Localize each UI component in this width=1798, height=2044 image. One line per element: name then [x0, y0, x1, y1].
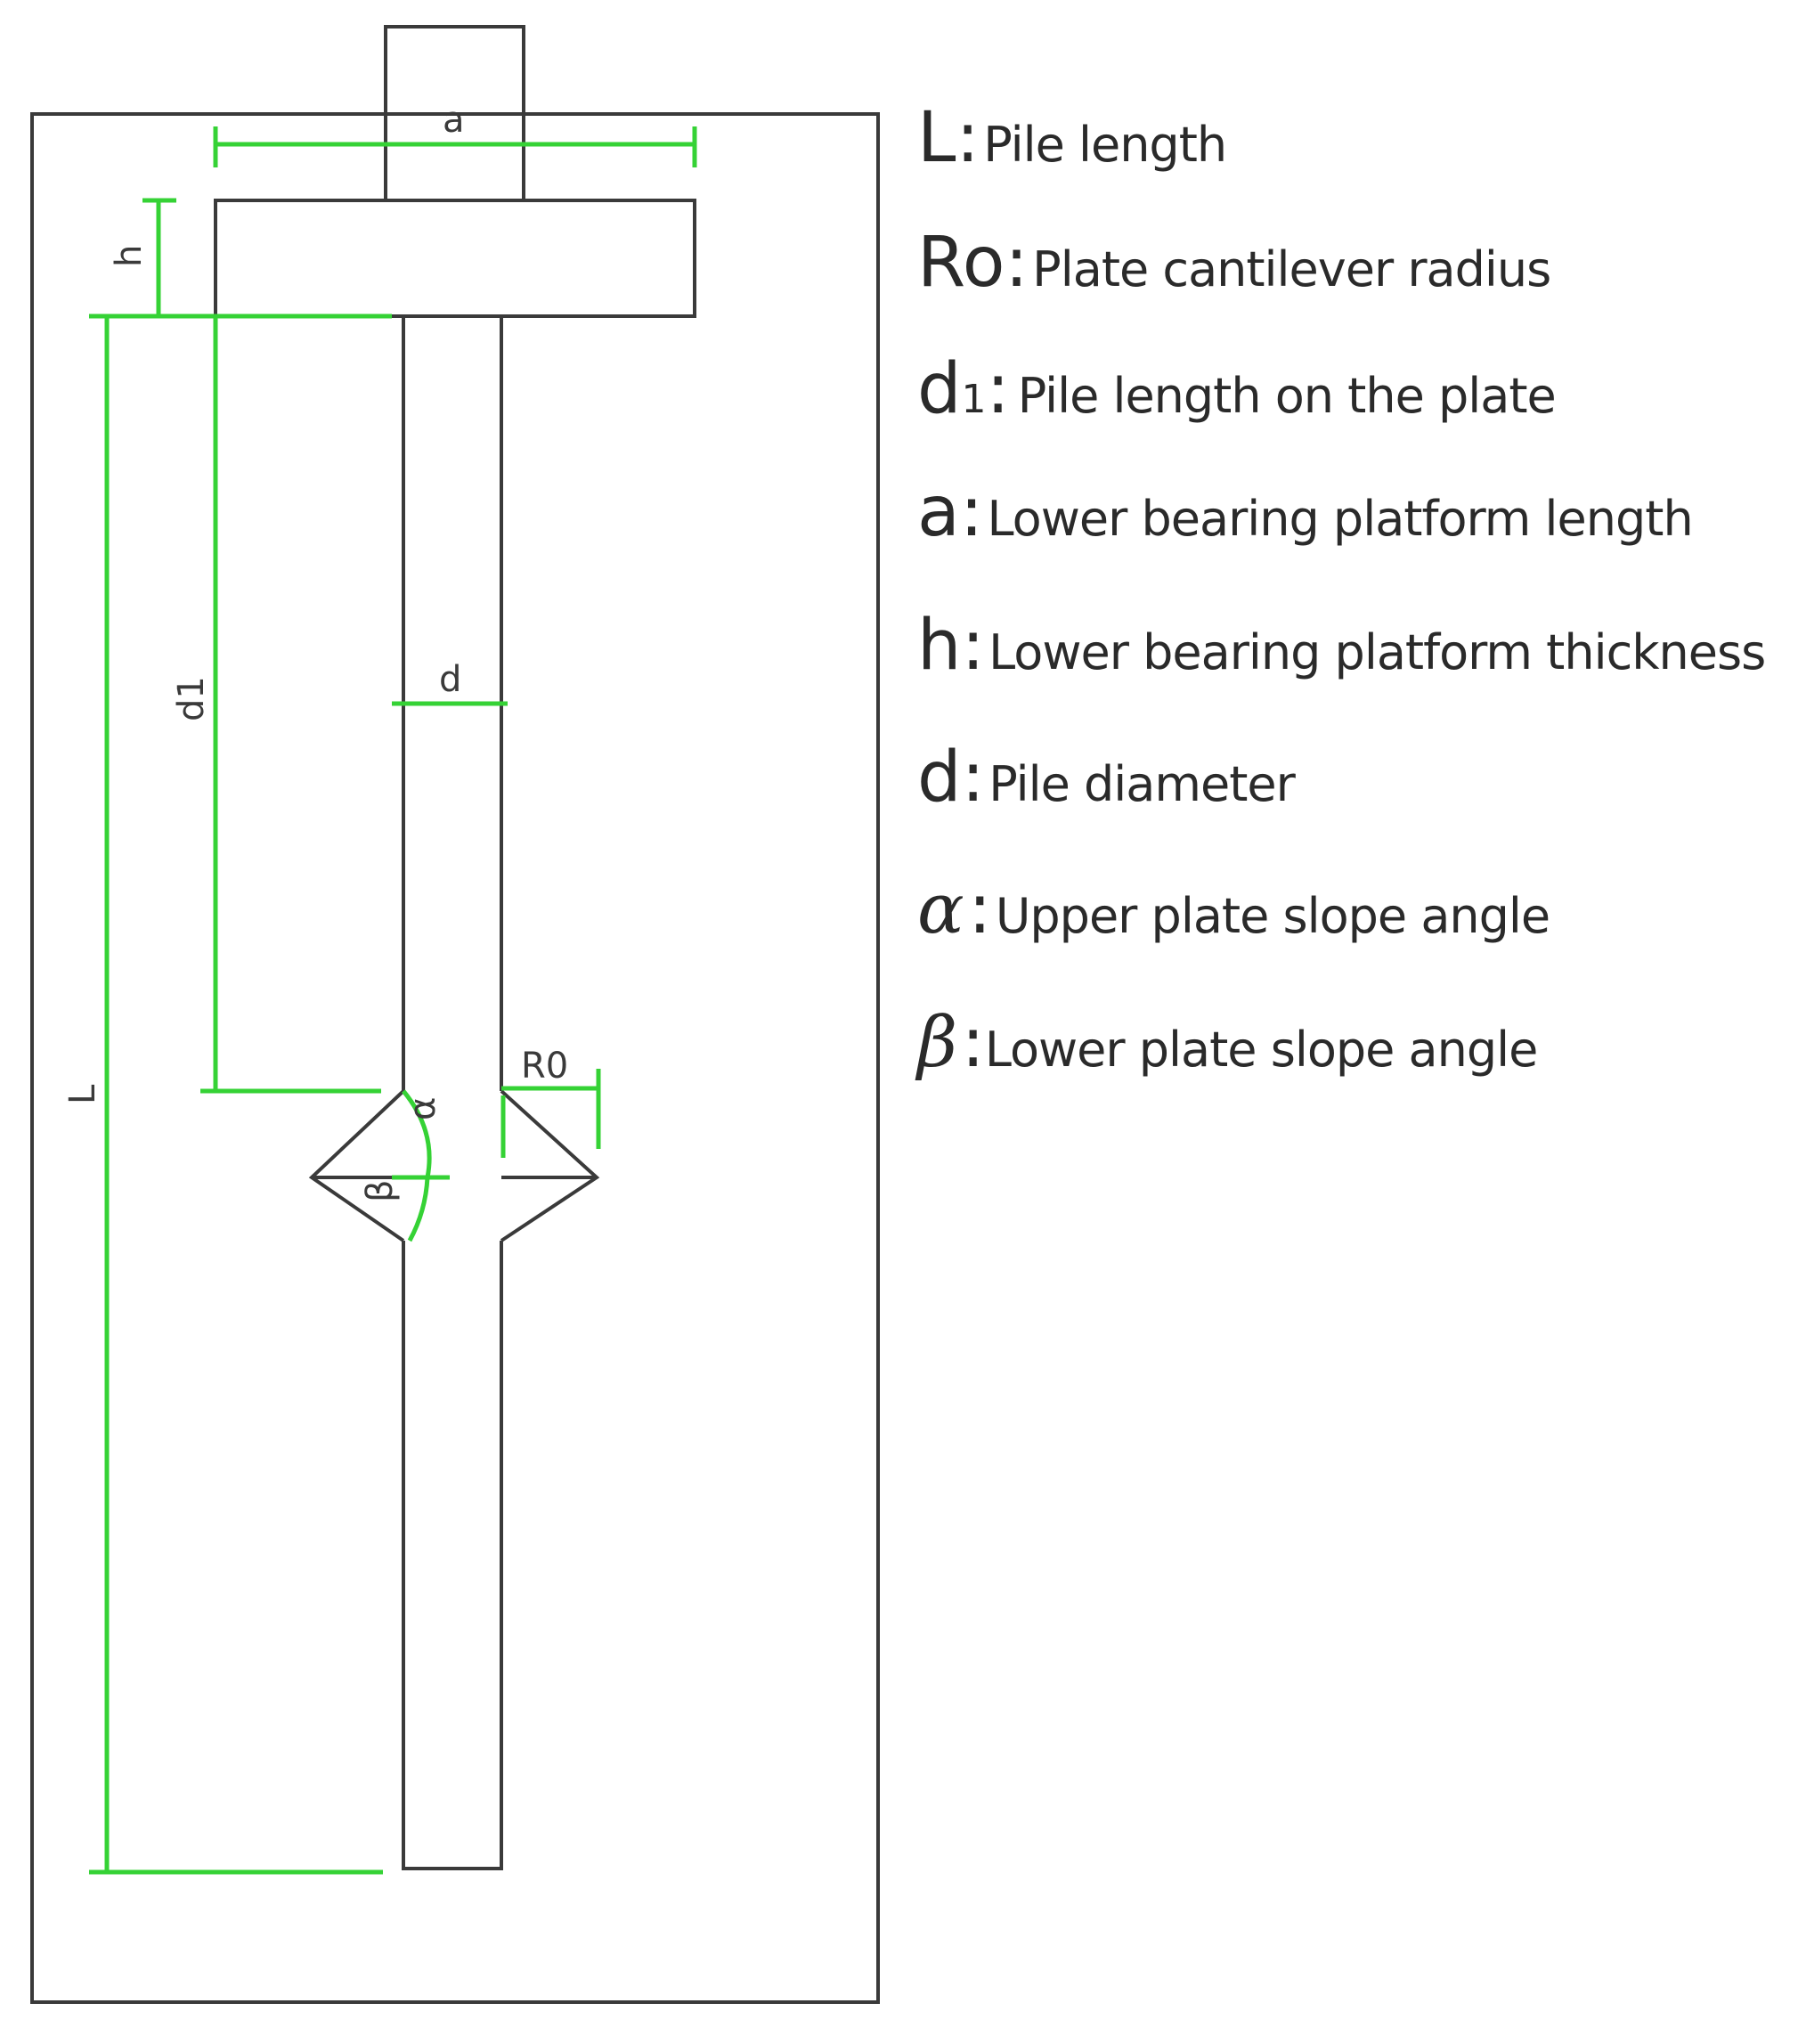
legend-symbol: d1: [917, 349, 987, 429]
legend-symbol: Ro: [917, 223, 1005, 303]
label-a: a: [443, 100, 465, 141]
label-alpha: α: [403, 1097, 443, 1120]
legend-item: α : Upper plate slope angle: [917, 869, 1550, 949]
legend-sep: :: [959, 472, 984, 552]
legend-text: Lower bearing platform thickness: [988, 624, 1766, 680]
legend-item: a: Lower bearing platform length: [917, 472, 1694, 552]
legend-sep: :: [961, 1003, 985, 1083]
legend-text: Upper plate slope angle: [995, 888, 1550, 944]
label-ro: R0: [521, 1046, 568, 1087]
pile-plate: [308, 1089, 600, 1242]
legend-item: h: Lower bearing platform thickness: [917, 606, 1766, 686]
label-h: h: [109, 245, 150, 267]
legend-item: β :Lower plate slope angle: [917, 1003, 1539, 1083]
soil-boundary: [30, 112, 880, 2004]
legend-sep: :: [961, 737, 985, 818]
legend-symbol-sub: 1: [961, 377, 987, 422]
legend-text: Pile diameter: [988, 756, 1296, 812]
legend-symbol: a: [917, 472, 960, 552]
legend-item: d: Pile diameter: [917, 737, 1296, 818]
legend-text: Plate cantilever radius: [1032, 241, 1551, 297]
label-L: L: [62, 1084, 103, 1104]
legend-item: L: Pile length: [917, 98, 1227, 178]
legend-text: Pile length: [983, 117, 1227, 173]
legend-symbol: L: [917, 98, 956, 178]
legend-symbol: β: [917, 1003, 958, 1083]
angle-arc-alpha: [402, 1089, 432, 1178]
bearing-platform: [214, 199, 696, 318]
pile-shaft-lower: [402, 1241, 503, 1870]
label-beta: β: [360, 1179, 401, 1202]
legend-item: Ro: Plate cantilever radius: [917, 223, 1551, 303]
legend-symbol-base: d: [917, 349, 962, 429]
angle-arc-beta: [407, 1177, 430, 1242]
legend-text: Lower bearing platform length: [987, 491, 1694, 547]
legend-sep: :: [986, 349, 1010, 429]
legend-symbol: d: [917, 737, 962, 818]
legend-sep: :: [1005, 223, 1029, 303]
legend-symbol: h: [917, 606, 962, 686]
label-d: d: [439, 659, 461, 700]
legend-symbol: α: [917, 869, 964, 949]
label-d1: d1: [171, 676, 212, 721]
pile-diagram: a h d1 L d R0 α β: [30, 25, 880, 2004]
legend-sep: :: [961, 606, 985, 686]
legend-text: Lower plate slope angle: [984, 1022, 1539, 1078]
legend-text: Pile length on the plate: [1017, 368, 1557, 424]
legend-sep: :: [968, 869, 992, 949]
legend-item: d1: Pile length on the plate: [917, 349, 1557, 429]
legend-sep: :: [956, 98, 980, 178]
